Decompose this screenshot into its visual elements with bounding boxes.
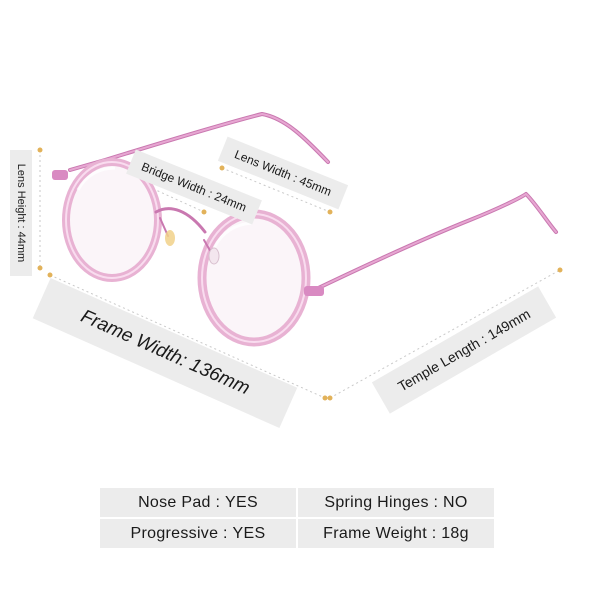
spec-name: Nose Pad: [138, 493, 211, 511]
glasses-temples: [68, 112, 558, 294]
spec-spring-hinges: Spring Hinges : NO: [298, 488, 494, 517]
spec-table: Nose Pad : YES Spring Hinges : NO Progre…: [100, 488, 494, 548]
nose-pads: [165, 230, 220, 265]
spec-name: Spring Hinges: [324, 493, 429, 511]
spec-name: Progressive: [130, 524, 219, 542]
spec-value: YES: [225, 493, 258, 511]
spec-frame-weight: Frame Weight : 18g: [298, 519, 494, 548]
spec-nose-pad: Nose Pad : YES: [100, 488, 296, 517]
spec-value: 18g: [441, 524, 469, 542]
spec-value: YES: [232, 524, 266, 542]
spec-value: NO: [443, 493, 468, 511]
spec-progressive: Progressive : YES: [100, 519, 296, 548]
left-lens: [52, 158, 162, 282]
spec-name: Frame Weight: [323, 524, 427, 542]
right-lens: [197, 209, 324, 347]
lens-height-label: Lens Height : 44mm: [10, 150, 32, 276]
